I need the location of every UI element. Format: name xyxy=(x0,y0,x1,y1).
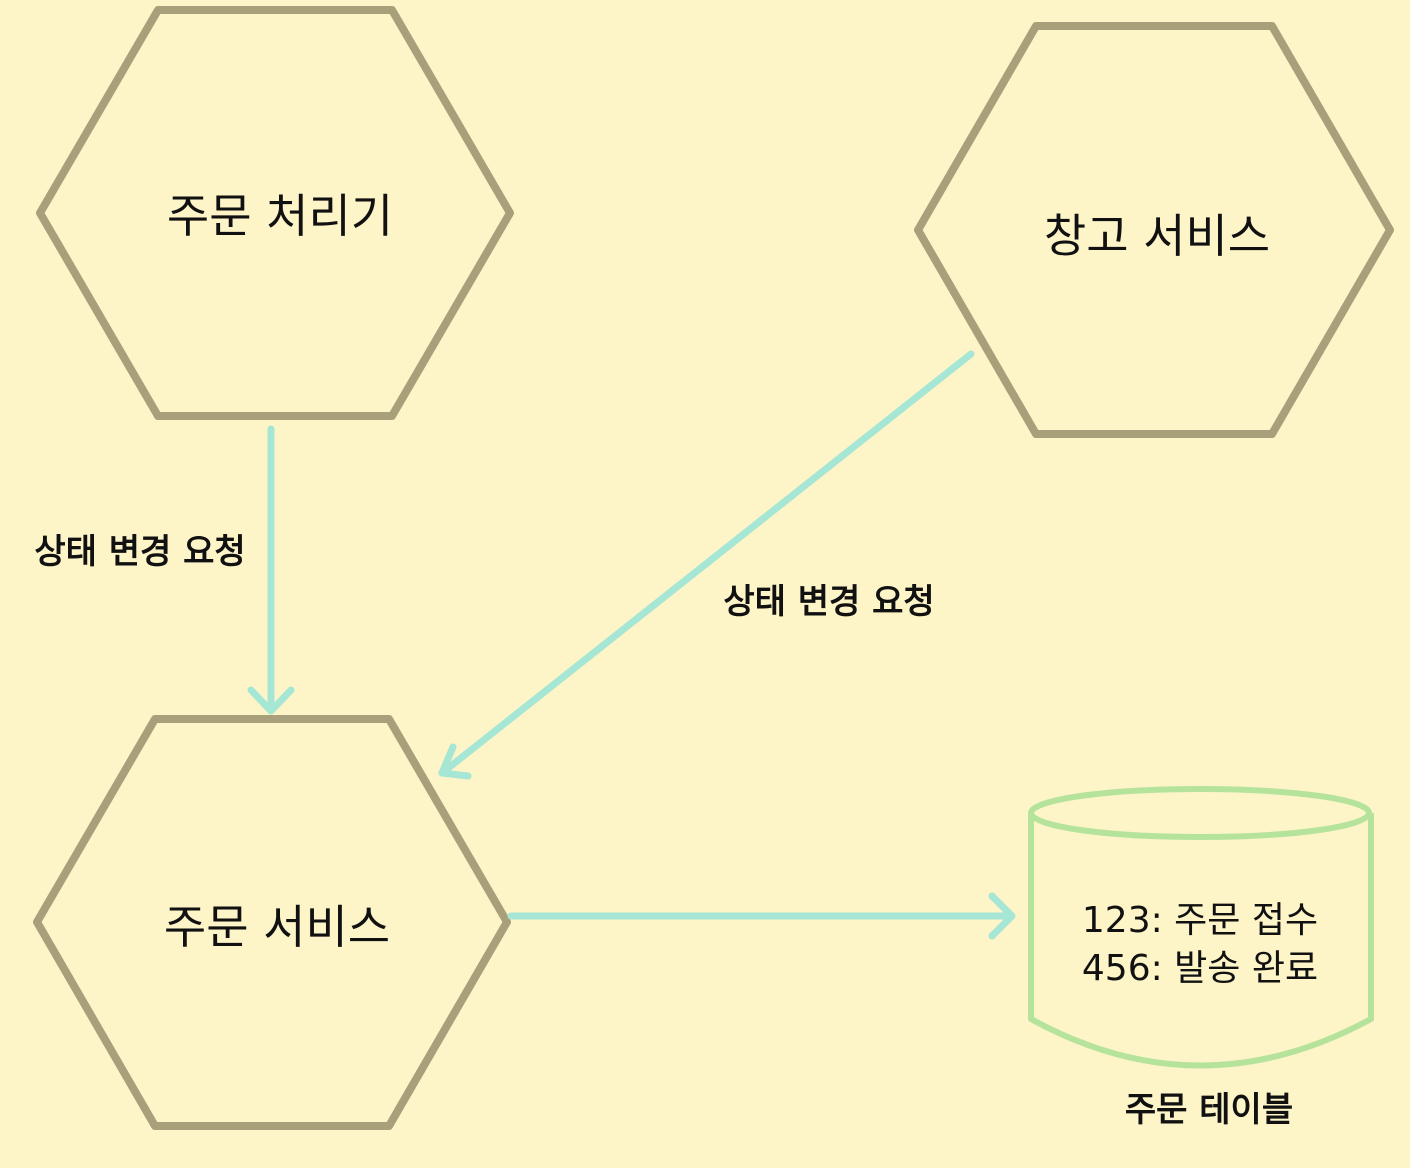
order-table-label: 주문 테이블 xyxy=(1125,1090,1293,1130)
warehouse-service-hexagon xyxy=(914,22,1394,438)
database-body xyxy=(1028,813,1374,1069)
warehouse-to-order-label: 상태 변경 요청 xyxy=(723,582,934,622)
database-top xyxy=(1028,786,1372,840)
order-service-label: 주문 서비스 xyxy=(164,900,390,954)
processor-to-order-label: 상태 변경 요청 xyxy=(34,532,245,572)
warehouse-service-label: 창고 서비스 xyxy=(1044,209,1270,263)
order-processor-node: 주문 처리기 xyxy=(36,6,514,420)
order-processor-label: 주문 처리기 xyxy=(167,189,393,243)
order-service-node: 주문 서비스 xyxy=(33,715,511,1130)
table-row: 123: 주문 접수 xyxy=(1082,900,1318,941)
order-processor-hexagon xyxy=(36,6,514,420)
order-table-database: 123: 주문 접수 456: 발송 완료 xyxy=(1028,786,1374,1069)
warehouse-to-order-arrow xyxy=(438,350,975,780)
warehouse-service-node: 창고 서비스 xyxy=(914,22,1394,438)
order-service-hexagon xyxy=(33,715,511,1130)
order-to-database-arrow xyxy=(507,892,1016,940)
table-row: 456: 발송 완료 xyxy=(1082,948,1318,989)
processor-to-order-arrow xyxy=(247,425,295,715)
